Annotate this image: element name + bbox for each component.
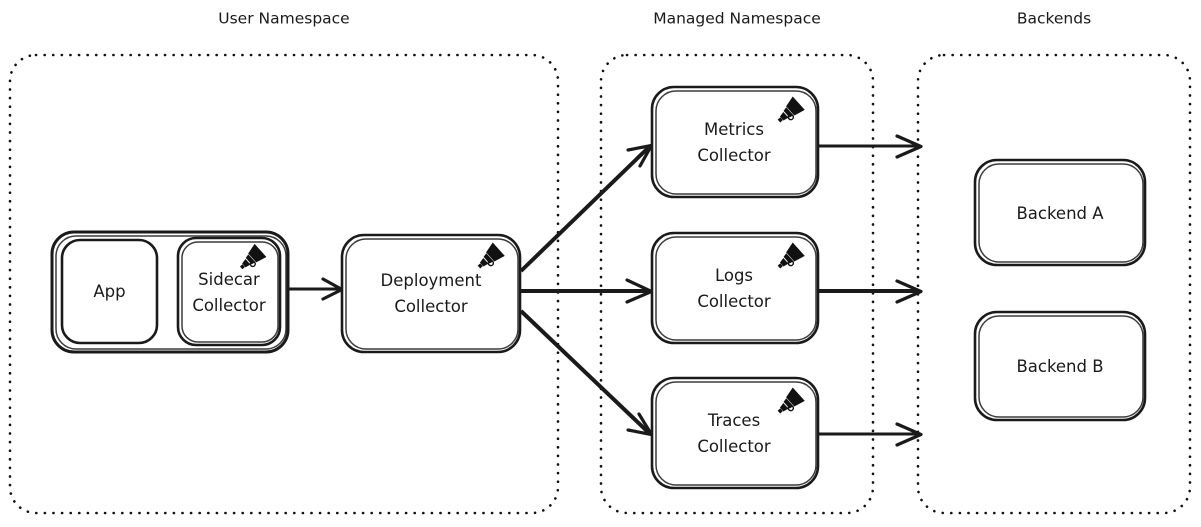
zone-boundary-backends (916, 53, 1192, 515)
backend-a-label: Backend A (1016, 204, 1104, 223)
backend-b-label: Backend B (1016, 357, 1103, 376)
node-metrics-collector[interactable]: Metrics Collector (650, 85, 820, 199)
sidecar-collector-label-line2: Collector (192, 296, 266, 315)
zone-boundary-managed-namespace (599, 53, 875, 515)
app-label: App (93, 282, 125, 301)
zone-managed-namespace: Managed Namespace (599, 10, 875, 515)
logs-collector-label-line1: Logs (715, 266, 753, 285)
node-backend-a[interactable]: Backend A (973, 158, 1147, 267)
app-box (60, 238, 159, 345)
traces-collector-box-sketch (655, 381, 817, 486)
metrics-collector-box (650, 85, 820, 199)
edge-deployment-to-logs-collector (521, 278, 654, 304)
zone-user-namespace: User Namespace (8, 10, 560, 515)
metrics-collector-label-line2: Collector (697, 146, 771, 165)
node-deployment-collector[interactable]: Deployment Collector (340, 233, 522, 354)
node-sidecar-collector[interactable]: Sidecar Collector (176, 236, 282, 347)
logs-collector-label-line2: Collector (697, 292, 771, 311)
traces-collector-box (650, 376, 820, 490)
edge-sidecar-to-deployment-collector (281, 277, 344, 301)
backend-b-box-sketch (978, 315, 1144, 418)
sidecar-collector-label-line1: Sidecar (198, 270, 260, 289)
node-traces-collector[interactable]: Traces Collector (650, 376, 820, 490)
zone-label-managed-namespace: Managed Namespace (653, 10, 821, 28)
edge-deployment-to-metrics-collector (519, 143, 654, 273)
metrics-collector-label-line1: Metrics (704, 120, 764, 139)
pod-container-outline-sketch (55, 235, 287, 350)
edge-metrics-to-backends (819, 134, 923, 159)
zone-label-user-namespace: User Namespace (218, 10, 349, 28)
zone-boundary-user-namespace (8, 53, 560, 515)
traces-collector-label-line2: Collector (697, 437, 771, 456)
backend-b-box (973, 310, 1147, 422)
edge-logs-to-backends (819, 279, 923, 304)
edge-traces-to-backends (819, 422, 923, 447)
sidecar-collector-box-sketch (181, 241, 279, 343)
traces-collector-label-line1: Traces (707, 411, 760, 430)
deployment-collector-label-line2: Collector (394, 297, 468, 316)
node-app[interactable]: App (60, 238, 159, 345)
sidecar-collector-box (176, 236, 282, 347)
deployment-collector-box (340, 233, 522, 354)
deployment-collector-label-line1: Deployment (381, 271, 482, 290)
deployment-collector-box-sketch (345, 238, 519, 350)
node-backend-b[interactable]: Backend B (973, 310, 1147, 422)
metrics-collector-box-sketch (655, 90, 817, 195)
edge-deployment-to-traces-collector (519, 309, 654, 437)
logs-collector-box (650, 231, 820, 345)
backend-a-box (973, 158, 1147, 267)
zone-backends: Backends (916, 10, 1192, 515)
logs-collector-box-sketch (655, 236, 817, 341)
backend-a-box-sketch (978, 163, 1144, 263)
node-logs-collector[interactable]: Logs Collector (650, 231, 820, 345)
zone-label-backends: Backends (1017, 10, 1091, 28)
